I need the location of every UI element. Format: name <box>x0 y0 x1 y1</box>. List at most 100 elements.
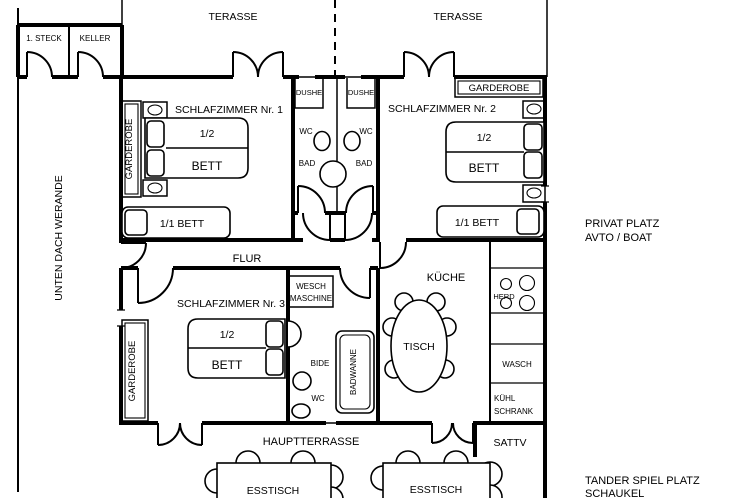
vestibule-left-door <box>302 212 331 241</box>
vestibule-right-door <box>344 212 373 241</box>
lamp-icon <box>147 182 163 194</box>
pillow <box>523 123 543 151</box>
wardrobe-inner <box>124 322 146 419</box>
doors <box>26 51 474 446</box>
keller-door <box>77 51 104 78</box>
dining-table-label: ESSTISCH <box>410 484 463 496</box>
bedroom3-label: SCHLAFZIMMER Nr. 3 <box>177 298 285 310</box>
burner-icon <box>518 294 536 312</box>
terrace-tables <box>204 450 503 498</box>
dining-table <box>382 462 491 498</box>
sattv-label: SATTV <box>493 437 526 449</box>
single-bed-label: 1/1 BETT <box>455 217 500 229</box>
bed-label: BETT <box>192 159 223 173</box>
bidet-icon <box>292 371 312 391</box>
keller-label: KELLER <box>80 34 111 43</box>
windows <box>117 76 549 424</box>
bedroom1-terrace-door <box>232 51 284 78</box>
burner-icon <box>518 274 536 292</box>
kitchen-hall-door <box>379 241 407 269</box>
wardrobe-outline <box>121 100 142 198</box>
wardrobe-outline <box>121 319 149 422</box>
bed-label: BETT <box>212 358 243 372</box>
wardrobe-outline <box>454 77 544 98</box>
stove-label: HERD <box>493 292 515 301</box>
toilet-icon <box>313 130 331 152</box>
nightstand <box>142 101 168 119</box>
labels: TERASSE TERASSE 1. STECK KELLER UNTEN DA… <box>26 11 700 498</box>
toilet-icon <box>291 403 311 419</box>
sink-icon <box>319 160 347 188</box>
bathroom3-door <box>339 267 371 299</box>
burner-icon <box>499 296 513 310</box>
pillow <box>124 209 148 236</box>
pillow <box>265 320 284 348</box>
bedroom3-door <box>137 267 174 304</box>
bedroom2-terrace-door <box>403 51 455 78</box>
bathtub-outline <box>335 330 375 414</box>
wardrobe-label: GARDEROBE <box>124 119 135 180</box>
wc-label: WC <box>299 127 313 136</box>
terrace-boundaries <box>121 0 548 77</box>
pillow <box>523 151 543 179</box>
nightstand <box>522 100 546 119</box>
bedroom3-terrace-door <box>157 422 203 446</box>
shower-left <box>294 78 324 109</box>
wardrobe-label: GARDEROBE <box>469 83 530 94</box>
dining-table-label: ESSTISCH <box>247 485 300 497</box>
table-label: TISCH <box>403 341 435 353</box>
lamp-icon <box>526 187 542 199</box>
bathtub-inner <box>339 334 371 410</box>
steck-label: 1. STECK <box>26 34 62 43</box>
west-window-ticks <box>117 309 125 327</box>
kitchen-terrace-door <box>431 422 474 444</box>
terrace-left-label: TERASSE <box>208 11 257 23</box>
main-terrace-label: HAUPTTERRASSE <box>263 436 360 448</box>
single-bed-label: 1/1 BETT <box>160 218 205 230</box>
dining-table <box>216 462 332 498</box>
privat-platz-label-line1: PRIVAT PLATZ <box>585 218 660 230</box>
bed-label: BETT <box>469 161 500 175</box>
sink-icon <box>287 320 302 348</box>
bathtub-label: BADWANNE <box>349 349 358 395</box>
pillow <box>265 348 284 376</box>
bidet-label: BIDE <box>311 359 330 368</box>
fridge-label-line2: SCHRANK <box>494 407 534 416</box>
single-bed-outline <box>121 206 231 239</box>
bedroom1-label: SCHLAFZIMMER Nr. 1 <box>175 104 283 116</box>
sink-unit-label: WASCH <box>502 360 532 369</box>
kitchen-table <box>390 299 448 393</box>
spielplatz-label-line1: TANDER SPIEL PLATZ <box>585 475 700 487</box>
hall-veranda-door <box>120 242 147 269</box>
bath-right-door <box>345 185 374 214</box>
wardrobe-label: GARDEROBE <box>127 341 138 402</box>
bedroom3-furniture <box>121 318 286 422</box>
outer-walls <box>16 8 547 498</box>
wardrobe-inner <box>457 80 541 95</box>
nightstand <box>142 179 168 197</box>
hall-label: FLUR <box>233 253 262 265</box>
bath-left-door <box>297 185 326 214</box>
kitchen-label: KÜCHE <box>427 272 466 284</box>
washing-machine-label-line1: WESCH <box>296 282 326 291</box>
shower-right <box>346 78 376 109</box>
bedroom2-label: SCHLAFZIMMER Nr. 2 <box>388 103 496 115</box>
lamp-icon <box>526 103 542 115</box>
wardrobe-inner <box>124 103 139 195</box>
bath-label: BAD <box>356 159 373 168</box>
interior-vertical-walls <box>286 77 380 423</box>
counter-dividers <box>490 267 545 384</box>
bed-half-label: 1/2 <box>220 329 235 341</box>
wc-label: WC <box>311 394 325 403</box>
pillow <box>146 120 165 148</box>
bedroom2-furniture <box>436 77 546 238</box>
interior-walls <box>121 77 545 423</box>
washing-machine-label-line2: MASCHINE <box>290 294 332 303</box>
terrace-right-label: TERASSE <box>433 11 482 23</box>
pillow <box>146 149 165 177</box>
veranda-label: UNTEN DACH WERANDE <box>53 175 65 300</box>
washing-machine-box <box>288 275 334 308</box>
bed-half-label: 1/2 <box>200 128 215 140</box>
